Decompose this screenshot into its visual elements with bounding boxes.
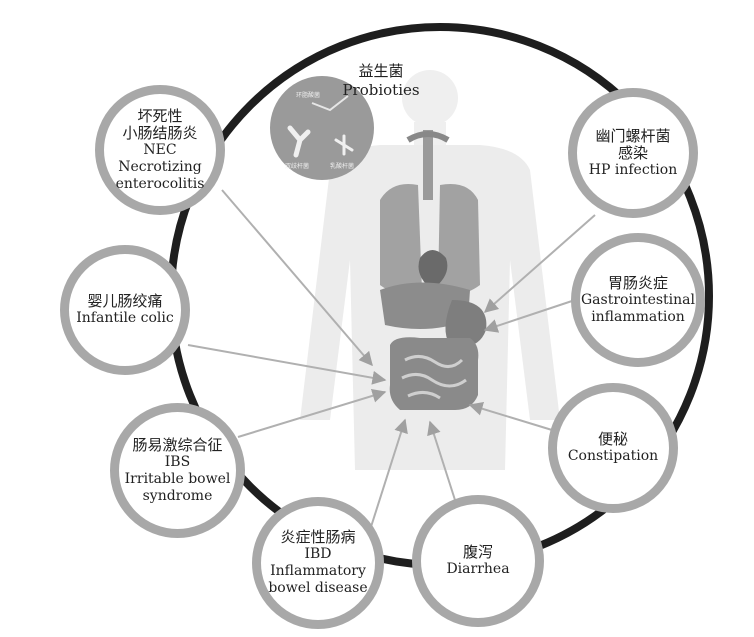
node-nec-line-3: NEC [143,141,177,158]
node-hp-line-1: 幽门螺杆菌 [595,126,671,145]
probiotics-title: 益生菌 Probioties [336,62,426,100]
node-nec-line-2: 小肠结肠炎 [122,123,198,142]
node-hp-infection: 幽门螺杆菌 感染 HP infection [568,88,698,218]
node-constipation-line-1: 便秘 [597,430,628,448]
node-nec-line-5: enterocolitis [115,175,205,192]
node-diarrhea-line-1: 腹泻 [462,543,493,561]
node-gastro-line-3: inflammation [591,308,685,325]
node-constipation: 便秘 Constipation [548,383,678,513]
node-gastro-line-1: 胃肠炎症 [607,273,668,292]
inset-right-label: 乳酸杆菌 [330,162,354,170]
node-ibd-line-3: Inflammatory [270,563,366,579]
node-nec-line-4: Necrotizing [118,158,202,175]
arrow-hp [483,214,596,313]
arrow-constipation [468,401,553,431]
node-ibs-line-4: syndrome [142,487,213,504]
node-nec-text: 坏死性 小肠结肠炎 NEC Necrotizing enterocolitis [115,106,205,193]
probiotics-title-en: Probioties [342,81,420,99]
node-diarrhea: 腹泻 Diarrhea [412,495,544,627]
probiotics-title-zh: 益生菌 [358,62,404,80]
arrow-ibd [369,418,408,531]
node-colic-line-2: Infantile colic [76,310,174,326]
node-nec: 坏死性 小肠结肠炎 NEC Necrotizing enterocolitis [95,85,225,215]
node-ibd-line-1: 炎症性肠病 [280,528,356,546]
node-ibs-line-2: IBS [164,453,191,470]
node-ibs: 肠易激综合征 IBS Irritable bowel syndrome [110,403,245,538]
node-ibd-line-4: bowel disease [268,580,368,596]
node-ibs-line-1: 肠易激综合征 [132,435,223,454]
arrow-nec [221,189,373,367]
node-infantile-colic: 婴儿肠绞痛 Infantile colic [60,245,190,375]
arrow-colic [187,344,387,385]
inset-top-label: 环脂酸菌 [296,91,320,99]
node-diarrhea-line-2: Diarrhea [446,561,510,577]
node-constipation-text: 便秘 Constipation [568,431,658,465]
node-ibs-text: 肠易激综合征 IBS Irritable bowel syndrome [124,435,231,505]
node-gastro-text: 胃肠炎症 Gastrointestinal inflammation [581,273,695,326]
node-ibd: 炎症性肠病 IBD Inflammatory bowel disease [252,497,384,629]
node-nec-line-1: 坏死性 [137,106,183,125]
arrows [187,189,596,531]
arrow-diarrhea [427,420,456,501]
arrow-ibs [237,388,387,438]
probiotics-inset: 环脂酸菌 双歧杆菌 乳酸杆菌 [270,76,374,180]
node-ibd-line-2: IBD [304,546,332,562]
node-hp-line-3: HP infection [588,161,678,178]
node-constipation-line-2: Constipation [567,448,659,464]
node-diarrhea-text: 腹泻 Diarrhea [446,544,509,578]
node-colic-text: 婴儿肠绞痛 Infantile colic [76,293,173,327]
inset-left-label: 双歧杆菌 [285,162,309,170]
node-ibs-line-3: Irritable bowel [124,470,231,487]
node-gastro-line-2: Gastrointestinal [581,291,695,308]
node-hp-text: 幽门螺杆菌 感染 HP infection [588,126,678,179]
human-body-illustration [300,70,560,470]
node-hp-line-2: 感染 [617,143,648,162]
arrow-gastro [483,299,576,333]
node-gastro-inflammation: 胃肠炎症 Gastrointestinal inflammation [571,233,705,367]
node-colic-line-1: 婴儿肠绞痛 [87,292,163,310]
node-ibd-text: 炎症性肠病 IBD Inflammatory bowel disease [268,529,367,597]
